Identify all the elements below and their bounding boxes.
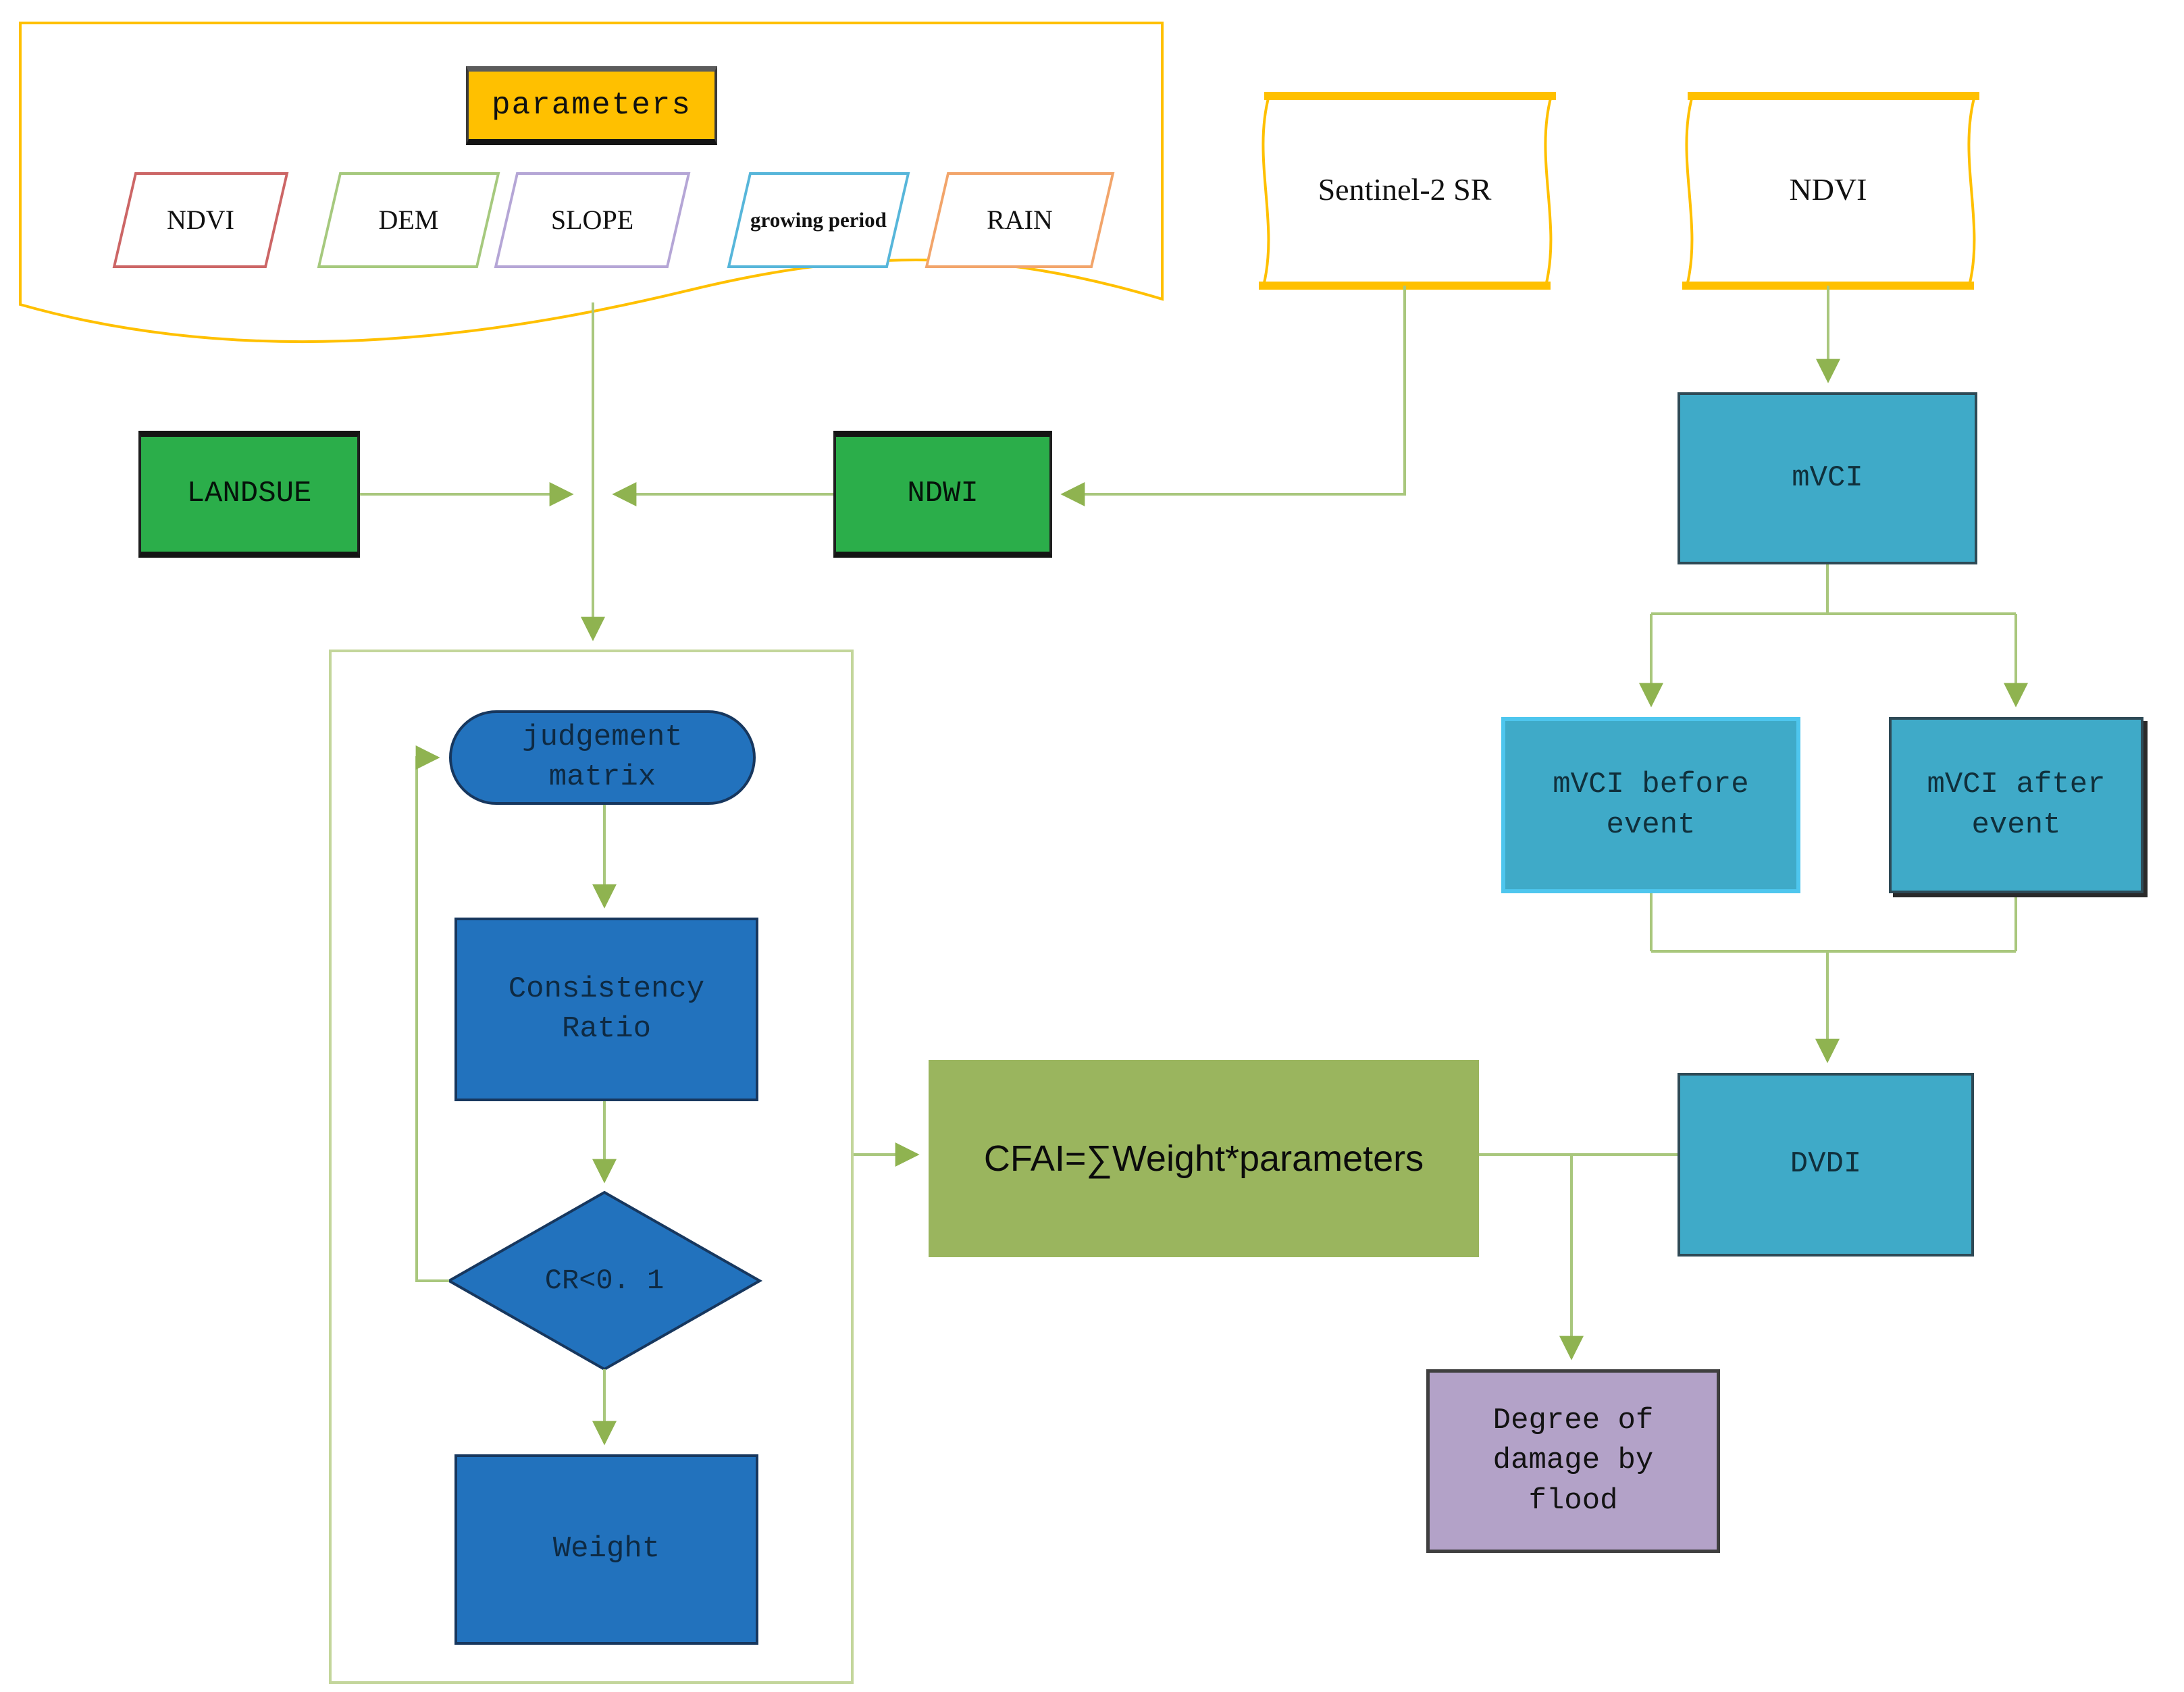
node-landsue: LANDSUE xyxy=(138,431,360,558)
sentinel-doc-shape xyxy=(1259,92,1556,290)
parameter-growing-period: growing period xyxy=(727,172,910,268)
parameter-ndvi: NDVI xyxy=(112,172,289,268)
node-dvdi-label: DVDI xyxy=(1790,1147,1862,1182)
parameter-rain: RAIN xyxy=(925,172,1115,268)
node-ndwi: NDWI xyxy=(833,431,1052,558)
node-consistency-ratio: Consistency Ratio xyxy=(454,918,758,1101)
parameter-dem-label: DEM xyxy=(378,205,439,235)
parameter-dem: DEM xyxy=(317,172,500,268)
parameter-rain-label: RAIN xyxy=(987,205,1053,235)
node-mvci-before-event-label: mVCI before event xyxy=(1553,768,1749,842)
node-cr-decision: CR<0. 1 xyxy=(483,1236,726,1326)
node-degree-of-damage: Degree of damage by flood xyxy=(1426,1369,1720,1553)
node-cfai-formula: CFAI=∑Weight*parameters xyxy=(929,1060,1479,1257)
node-cfai-formula-label: CFAI=∑Weight*parameters xyxy=(983,1138,1424,1179)
source-sentinel2-sr: Sentinel-2 SR xyxy=(1259,95,1551,286)
node-mvci-before-event: mVCI before event xyxy=(1501,717,1800,893)
parameter-ndvi-label: NDVI xyxy=(167,205,234,235)
node-consistency-ratio-label: Consistency Ratio xyxy=(508,972,705,1046)
node-weight: Weight xyxy=(454,1454,758,1645)
node-dvdi: DVDI xyxy=(1678,1073,1974,1257)
source-ndvi-label: NDVI xyxy=(1789,172,1867,207)
node-ndwi-label: NDWI xyxy=(907,477,979,511)
source-sentinel2-sr-label: Sentinel-2 SR xyxy=(1318,172,1492,207)
node-weight-label: Weight xyxy=(552,1532,660,1566)
node-cr-decision-label: CR<0. 1 xyxy=(544,1264,665,1297)
connector-sentinel-ndwi xyxy=(1060,286,1406,506)
parameter-growing-period-label: growing period xyxy=(750,207,887,232)
node-mvci-label: mVCI xyxy=(1792,460,1863,495)
ndvi-doc-shape xyxy=(1682,92,1979,290)
node-judgement-matrix: judgement matrix xyxy=(449,710,756,805)
source-ndvi: NDVI xyxy=(1682,95,1974,286)
node-mvci-after-event-label: mVCI after event xyxy=(1927,768,2106,842)
connector-feedback-loop xyxy=(415,745,449,1282)
node-landsue-label: LANDSUE xyxy=(186,477,312,511)
node-mvci: mVCI xyxy=(1678,392,1977,564)
parameter-slope: SLOPE xyxy=(494,172,691,268)
parameters-title-label: parameters xyxy=(491,87,692,123)
node-degree-of-damage-label: Degree of damage by flood xyxy=(1492,1403,1654,1518)
node-mvci-after-event: mVCI after event xyxy=(1889,717,2143,893)
parameter-slope-label: SLOPE xyxy=(550,205,634,235)
parameters-title-box: parameters xyxy=(466,66,717,145)
node-judgement-matrix-label: judgement matrix xyxy=(522,720,683,794)
